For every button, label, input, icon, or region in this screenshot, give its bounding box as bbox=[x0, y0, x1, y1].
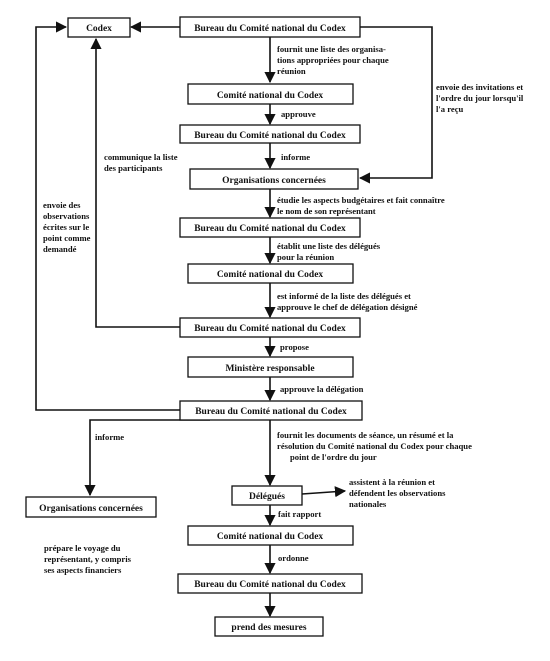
node-orgs-2: Organisations concernées bbox=[25, 496, 157, 518]
node-ministere-label: Ministère responsable bbox=[225, 364, 314, 374]
arrow-bureau5-to-orgs2 bbox=[84, 419, 210, 497]
node-bureau-4: Bureau du Comité national du Codex bbox=[179, 317, 361, 338]
annotation-informe-2: informe bbox=[95, 432, 124, 442]
node-bureau-5-label: Bureau du Comité national du Codex bbox=[195, 407, 347, 417]
node-bureau-6-label: Bureau du Comité national du Codex bbox=[194, 580, 346, 590]
node-mesures-label: prend des mesures bbox=[231, 623, 306, 633]
arrow-bureau5-to-codex-observations bbox=[35, 21, 180, 411]
node-comite-1: Comité national du Codex bbox=[187, 83, 354, 105]
node-bureau-3: Bureau du Comité national du Codex bbox=[179, 217, 361, 238]
node-codex: Codex bbox=[67, 17, 131, 38]
node-comite-3: Comité national du Codex bbox=[187, 525, 354, 546]
annotation-envoie-invitations: envoie des invitations et l'ordre du jou… bbox=[436, 82, 525, 114]
node-comite-2: Comité national du Codex bbox=[187, 263, 354, 284]
annotation-fait-rapport: fait rapport bbox=[278, 509, 321, 519]
annotation-est-informe: est informé de la liste des délégués et … bbox=[277, 291, 418, 312]
node-comite-3-label: Comité national du Codex bbox=[217, 532, 324, 542]
annotations: fournit une liste des organisa- tions ap… bbox=[43, 44, 525, 575]
node-orgs-1-label: Organisations concernées bbox=[222, 176, 326, 186]
annotation-etudie: étudie les aspects budgétaires et fait c… bbox=[277, 195, 447, 216]
annotation-etablit: établit une liste des délégués pour la r… bbox=[277, 241, 382, 262]
node-bureau-1-label: Bureau du Comité national du Codex bbox=[194, 24, 346, 34]
annotation-informe-1: informe bbox=[281, 152, 310, 162]
node-orgs-1: Organisations concernées bbox=[189, 168, 359, 190]
node-ministere: Ministère responsable bbox=[187, 356, 354, 378]
node-bureau-4-label: Bureau du Comité national du Codex bbox=[194, 324, 346, 334]
annotation-propose: propose bbox=[280, 342, 309, 352]
node-bureau-2: Bureau du Comité national du Codex bbox=[179, 124, 361, 144]
annotation-approuve-delegation: approuve la délégation bbox=[280, 384, 364, 394]
node-delegues-label: Délégués bbox=[249, 492, 285, 502]
arrow-delegues-to-reunion bbox=[301, 486, 347, 498]
arrow-bureau4-to-codex bbox=[90, 37, 180, 328]
connectors bbox=[35, 21, 433, 618]
node-bureau-3-label: Bureau du Comité national du Codex bbox=[194, 224, 346, 234]
node-codex-label: Codex bbox=[86, 24, 112, 34]
node-mesures: prend des mesures bbox=[214, 616, 324, 637]
node-bureau-5: Bureau du Comité national du Codex bbox=[179, 400, 363, 421]
annotation-prepare: prépare le voyage du représentant, y com… bbox=[44, 543, 133, 575]
node-comite-2-label: Comité national du Codex bbox=[217, 270, 324, 280]
annotation-fournit-documents: fournit les documents de séance, un résu… bbox=[277, 430, 474, 462]
node-delegues: Délégués bbox=[231, 485, 303, 506]
annotation-envoie-observations: envoie des observations écrites sur le p… bbox=[43, 200, 93, 254]
annotation-assistent: assistent à la réunion et défendent les … bbox=[349, 477, 448, 509]
arrow-bureau1-to-orgs1-invitations bbox=[358, 26, 433, 184]
node-bureau-6: Bureau du Comité national du Codex bbox=[177, 573, 363, 594]
annotation-fournit-liste: fournit une liste des organisa- tions ap… bbox=[277, 44, 391, 76]
annotation-approuve: approuve bbox=[281, 109, 316, 119]
node-orgs-2-label: Organisations concernées bbox=[39, 504, 143, 514]
annotation-communique: communique la liste des participants bbox=[104, 152, 180, 173]
node-bureau-2-label: Bureau du Comité national du Codex bbox=[194, 131, 346, 141]
node-bureau-1: Bureau du Comité national du Codex bbox=[179, 16, 361, 38]
node-comite-1-label: Comité national du Codex bbox=[217, 91, 324, 101]
annotation-ordonne: ordonne bbox=[278, 553, 309, 563]
